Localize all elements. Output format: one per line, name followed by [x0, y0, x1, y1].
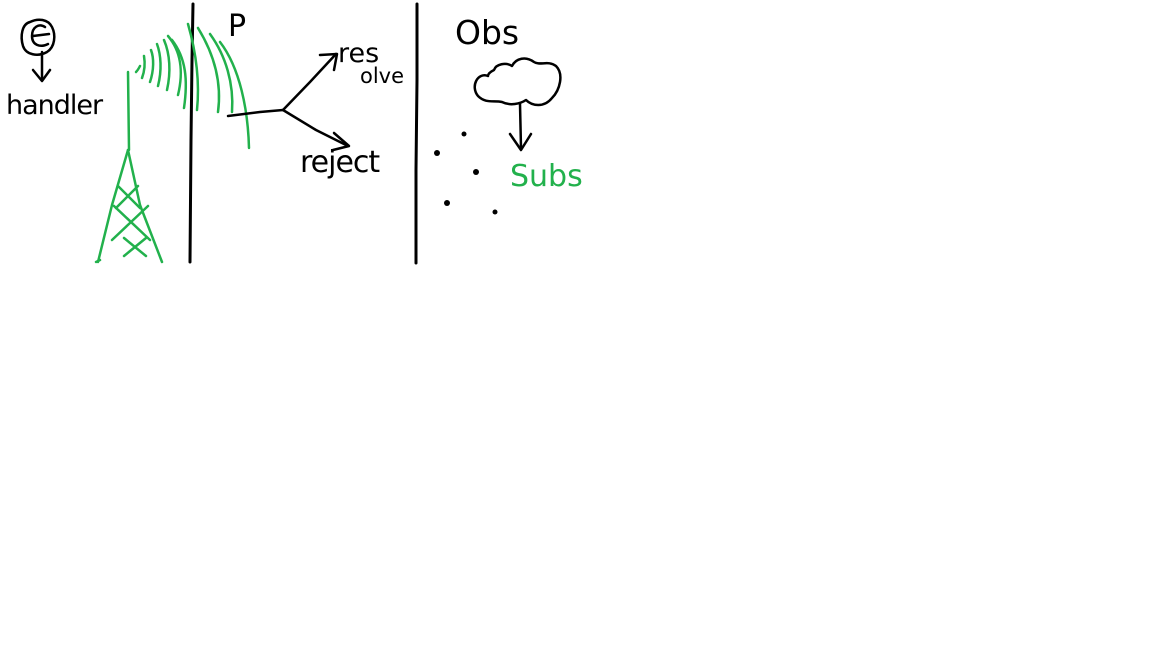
- subscribers-label: Subs: [510, 159, 583, 194]
- divider-left: [188, 2, 195, 264]
- resolve-label-bottom: olve: [360, 64, 405, 88]
- cloud-to-subs-arrow: [508, 102, 533, 152]
- promise-branch-lines: [226, 52, 351, 152]
- event-dots: [434, 131, 498, 215]
- handler-label: handler: [6, 90, 103, 121]
- resolve-label-top: res: [338, 38, 380, 69]
- observable-label: Obs: [455, 13, 520, 52]
- divider-right: [414, 2, 419, 265]
- signal-waves-icon: [134, 22, 251, 150]
- cloud-icon: [473, 57, 562, 107]
- event-to-handler-arrow: [31, 50, 52, 83]
- promise-label: P: [228, 9, 247, 44]
- reject-label: reject: [300, 145, 380, 180]
- event-icon: [20, 18, 56, 56]
- radio-tower-icon: [94, 70, 164, 264]
